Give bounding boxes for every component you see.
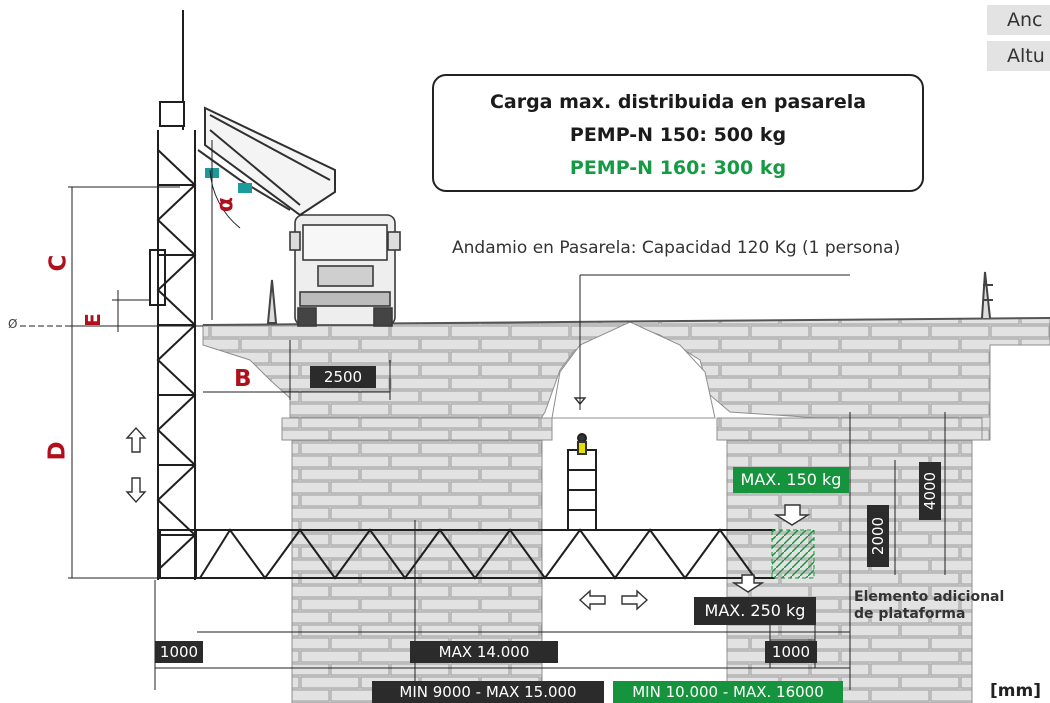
dimension-label-c: C	[45, 254, 72, 272]
scaffold-capacity-label: Andamio en Pasarela: Capacidad 120 Kg (1…	[452, 238, 901, 258]
dim-2000: 2000	[867, 505, 889, 567]
dimension-label-b: B	[234, 366, 252, 392]
dimension-label-e: E	[80, 313, 105, 327]
dim-max-150kg: MAX. 150 kg	[733, 467, 849, 493]
dim-min-9000-max-15000: MIN 9000 - MAX 15.000	[372, 681, 604, 703]
dim-max-250kg: MAX. 250 kg	[694, 597, 816, 625]
dimension-label-d: D	[44, 441, 71, 461]
capacity-box: Carga max. distribuida en pasarela PEMP-…	[432, 74, 924, 192]
angle-label-alpha: α	[213, 196, 239, 213]
zero-level-mark: Ø	[8, 317, 18, 331]
dim-max-14000: MAX 14.000	[410, 641, 558, 663]
dim-1000-right: 1000	[765, 641, 817, 663]
additional-element-line2: de plataforma	[854, 606, 966, 622]
table-cell-height: Altu	[987, 41, 1050, 71]
table-cell-anchor: Anc	[987, 5, 1050, 35]
dim-2000-text: 2000	[869, 516, 887, 556]
dim-4000-text: 4000	[921, 471, 939, 511]
dim-1000-left: 1000	[155, 641, 203, 663]
direction-arrows	[125, 397, 811, 611]
dim-2500: 2500	[310, 366, 376, 388]
capacity-pemp150: PEMP-N 150: 500 kg	[569, 124, 787, 146]
truck-illustration	[289, 214, 401, 327]
scaffold-with-person	[567, 433, 597, 531]
units-label: [mm]	[990, 681, 1041, 701]
capacity-title: Carga max. distribuida en pasarela	[489, 91, 867, 113]
capacity-pemp160: PEMP-N 160: 300 kg	[569, 157, 787, 179]
road-barriers	[266, 271, 993, 324]
dim-min-10000-max-16000: MIN 10.000 - MAX. 16000	[613, 681, 843, 703]
additional-element-label: Elemento adicional de plataforma	[854, 589, 1004, 623]
additional-platform-element	[771, 529, 815, 579]
additional-element-line1: Elemento adicional	[854, 589, 1005, 605]
platform-truss	[159, 528, 775, 580]
dim-4000: 4000	[919, 462, 941, 520]
vertical-tower	[149, 10, 197, 580]
